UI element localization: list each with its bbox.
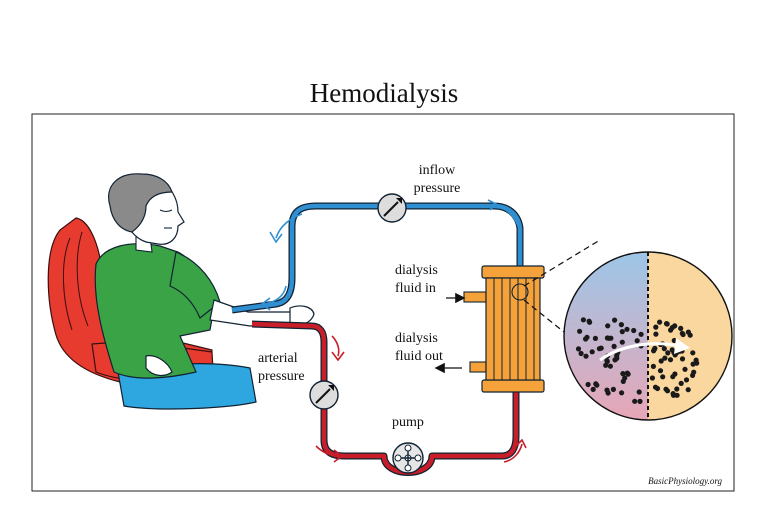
solute-particle <box>618 322 625 328</box>
solute-particle <box>612 317 618 323</box>
solute-particle <box>636 389 642 395</box>
dialyzer <box>463 265 545 393</box>
solute-particle <box>619 390 625 396</box>
solute-particle <box>632 398 638 404</box>
solute-particle <box>619 329 625 335</box>
solute-particle <box>690 350 696 356</box>
arterial-pressure-label-line2: pressure <box>258 369 305 384</box>
solute-particle <box>624 370 630 376</box>
solute-particle <box>637 398 643 404</box>
solute-particle <box>654 385 661 392</box>
solute-particle <box>670 392 677 398</box>
solute-particle <box>575 346 582 352</box>
solute-particle <box>619 339 625 345</box>
solute-particle <box>589 349 595 355</box>
solute-particle <box>657 319 663 325</box>
solute-particle <box>685 387 691 393</box>
pump-label: pump <box>392 415 424 430</box>
solute-particle <box>592 335 599 341</box>
solute-particle <box>679 356 686 362</box>
solute-particle <box>620 371 626 377</box>
solute-particle <box>577 328 583 334</box>
solute-particle <box>638 331 644 337</box>
flow-arrow-icon <box>260 199 527 463</box>
solute-particle <box>663 386 669 392</box>
inflow-pressure-label: inflow <box>419 163 456 178</box>
patient-hair <box>108 173 173 233</box>
solute-particle <box>650 363 657 369</box>
solute-particle <box>580 317 587 323</box>
solute-particle <box>604 358 610 364</box>
solute-particle <box>649 375 656 381</box>
solute-particle <box>665 350 671 356</box>
solute-particle <box>603 362 609 368</box>
solute-particle <box>584 334 590 340</box>
solute-particle <box>672 352 678 358</box>
solute-particle <box>605 323 611 329</box>
dialysis-fluid-out-label: dialysis <box>395 331 438 346</box>
solute-particle <box>682 366 688 372</box>
solute-particle <box>687 332 693 338</box>
solute-particle <box>678 325 684 331</box>
solute-particle <box>653 324 659 330</box>
solute-particle <box>693 357 699 363</box>
solute-particle <box>578 350 584 357</box>
solute-particle <box>683 377 690 383</box>
solute-particle <box>631 327 637 334</box>
solute-particle <box>674 386 680 392</box>
solute-particle <box>664 321 670 327</box>
solute-particle <box>606 335 612 341</box>
solute-particle <box>653 331 659 337</box>
solute-particle <box>674 392 680 398</box>
solute-particle <box>585 381 591 388</box>
arterial-line <box>251 320 520 476</box>
solute-particle <box>622 375 628 381</box>
solute-particle <box>680 331 686 338</box>
inflow-pressure-gauge-icon <box>377 193 407 223</box>
solute-particle <box>667 357 674 363</box>
page-title: Hemodialysis <box>309 78 459 108</box>
solute-particle <box>596 346 603 352</box>
arterial-pressure-gauge-icon <box>309 380 339 410</box>
inflow-pressure-label-line2: pressure <box>414 181 461 196</box>
solute-particle <box>611 343 617 349</box>
membrane-magnified-view <box>563 251 733 421</box>
solute-particle <box>583 353 589 359</box>
solute-particle <box>662 355 668 361</box>
solute-particle <box>651 348 657 354</box>
solute-particle <box>614 355 620 361</box>
solute-particle <box>669 325 675 331</box>
solute-particle <box>658 358 664 364</box>
solute-particle <box>593 381 599 387</box>
solute-particle <box>634 338 640 344</box>
dialysis-fluid-in-label-line2: fluid in <box>395 281 436 296</box>
solute-particle <box>657 368 664 374</box>
solute-particle <box>690 372 696 378</box>
solute-particle <box>610 386 617 392</box>
solute-particle <box>607 363 614 369</box>
dialysis-fluid-in-label: dialysis <box>395 263 438 278</box>
dialysis-fluid-out-label-line2: fluid out <box>395 349 443 364</box>
diffusion-arrow-icon <box>599 342 681 362</box>
arterial-pressure-label: arterial <box>258 351 298 366</box>
solute-particle <box>624 326 630 332</box>
solute-particle <box>605 390 611 396</box>
solute-particle <box>586 318 592 324</box>
solute-particle <box>590 386 596 392</box>
figure-frame <box>31 113 735 492</box>
pump-icon <box>392 442 424 474</box>
solute-particle <box>690 361 696 367</box>
solute-particle <box>672 371 678 377</box>
solute-particle <box>678 380 684 386</box>
solute-particle <box>661 346 667 352</box>
solute-particle <box>660 374 666 380</box>
solute-particle <box>669 347 675 353</box>
credit-text: BasicPhysiology.org <box>648 476 722 486</box>
